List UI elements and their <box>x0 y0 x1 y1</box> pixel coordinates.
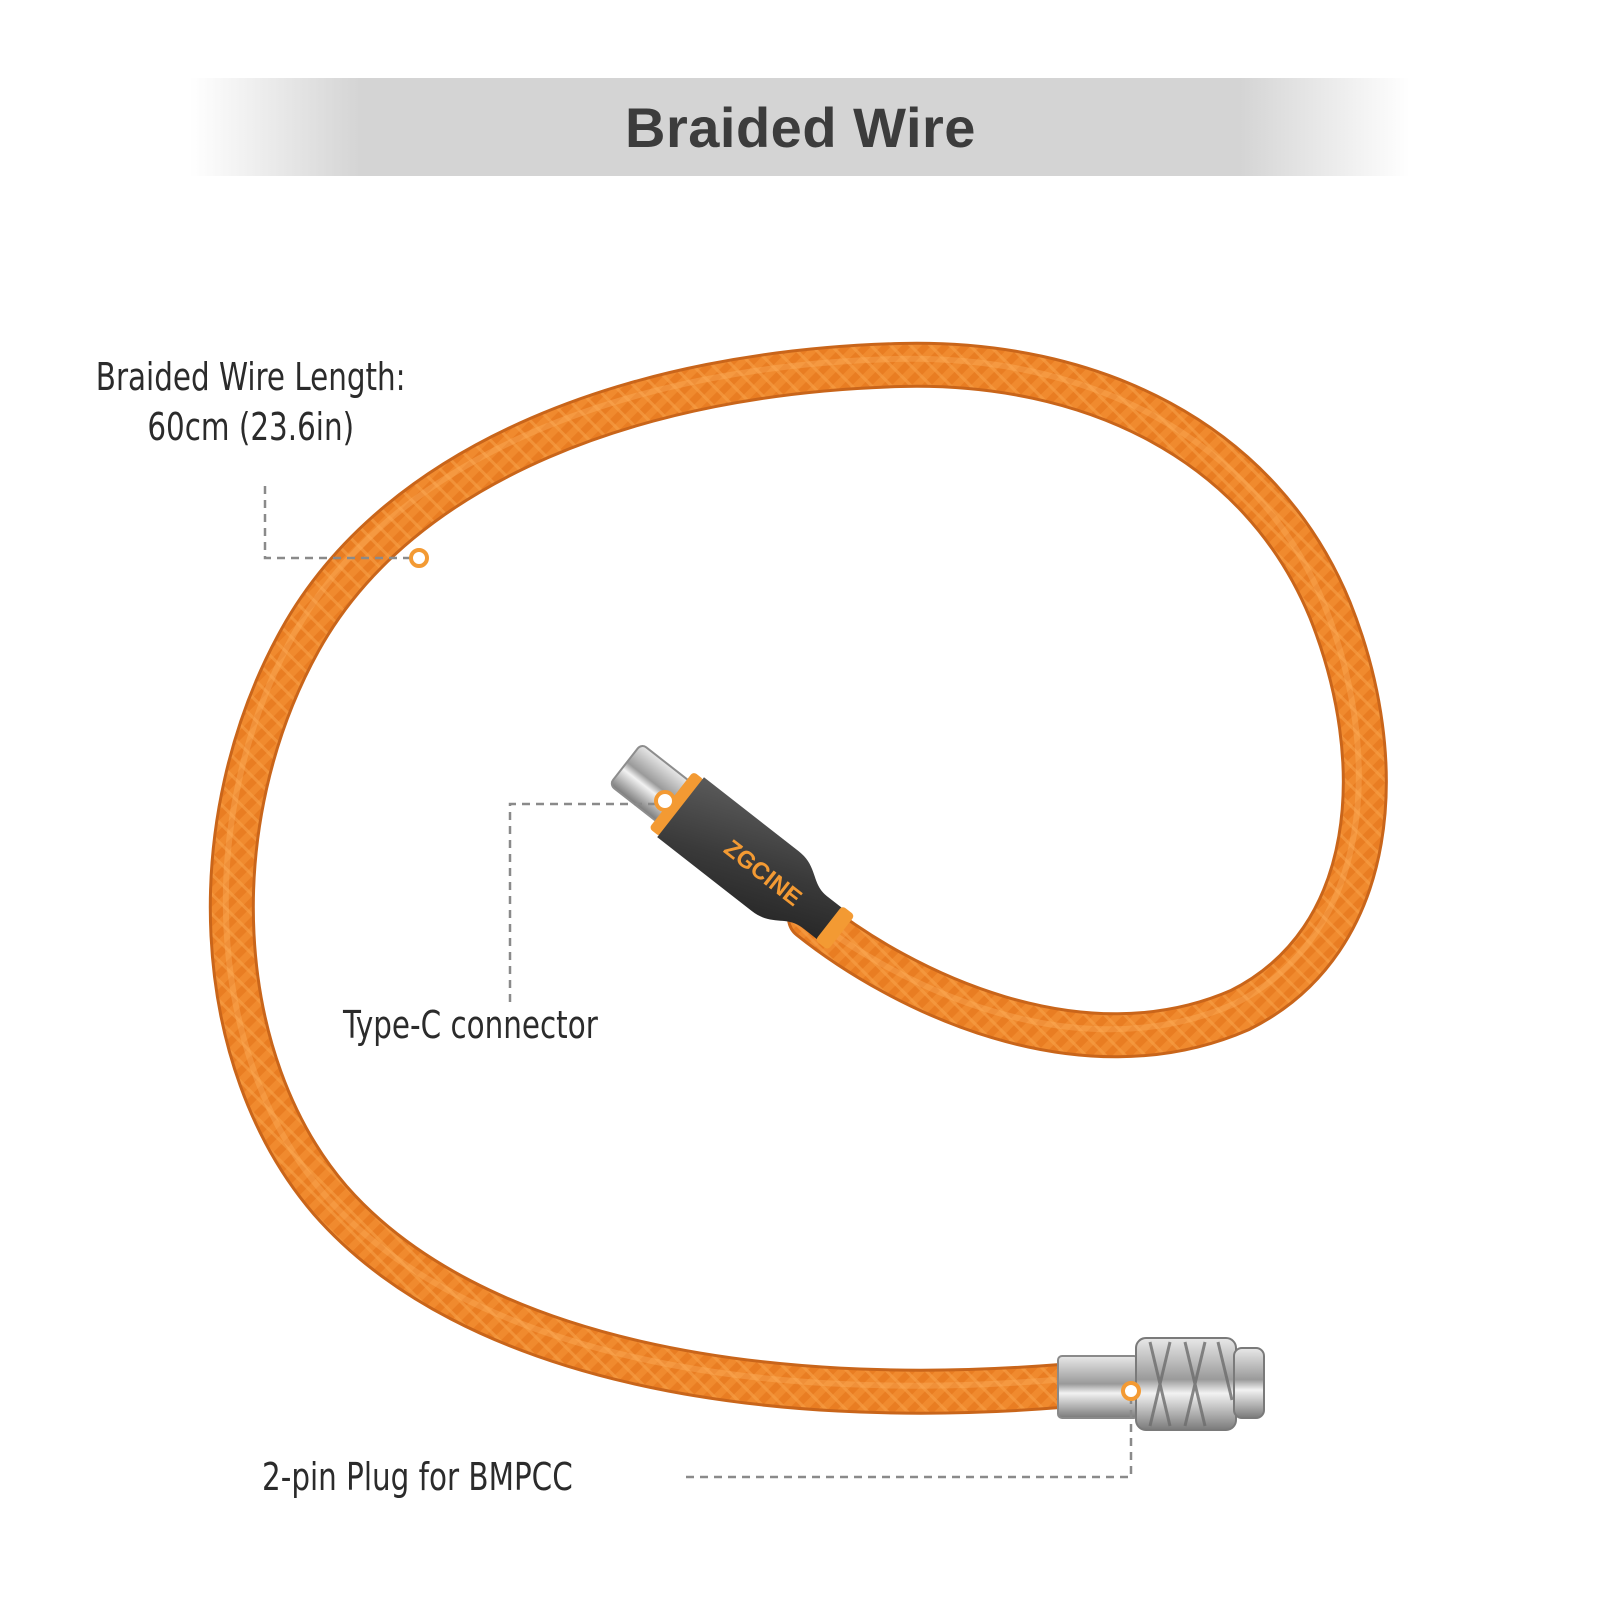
callout-markers <box>409 548 1141 1401</box>
length-leader-line <box>263 486 410 560</box>
callout-leaders <box>263 486 1133 1479</box>
plug-tip <box>1233 1347 1265 1419</box>
typec-orange-ring <box>650 773 703 836</box>
typec-housing <box>657 777 843 940</box>
typec-callout-label: Type-C connector <box>343 1003 598 1047</box>
plug-marker-dot <box>1121 1381 1141 1401</box>
plug-callout-label: 2-pin Plug for BMPCC <box>262 1455 573 1499</box>
title-banner <box>190 78 1410 176</box>
length-callout-line2: 60cm (23.6in) <box>147 405 355 449</box>
typec-marker-dot <box>654 790 676 812</box>
length-callout-label: Braided Wire Length: 60cm (23.6in) <box>40 352 461 452</box>
length-callout-line1: Braided Wire Length: <box>95 355 406 399</box>
page-title: Braided Wire <box>625 96 976 159</box>
typec-leader-line <box>508 802 663 1002</box>
bmpcc-plug <box>1057 1337 1265 1431</box>
length-marker-dot <box>409 548 429 568</box>
braided-cable <box>208 341 1388 1415</box>
typec-strain-ring <box>816 907 854 949</box>
typec-connector: ZGCINE <box>610 745 854 949</box>
